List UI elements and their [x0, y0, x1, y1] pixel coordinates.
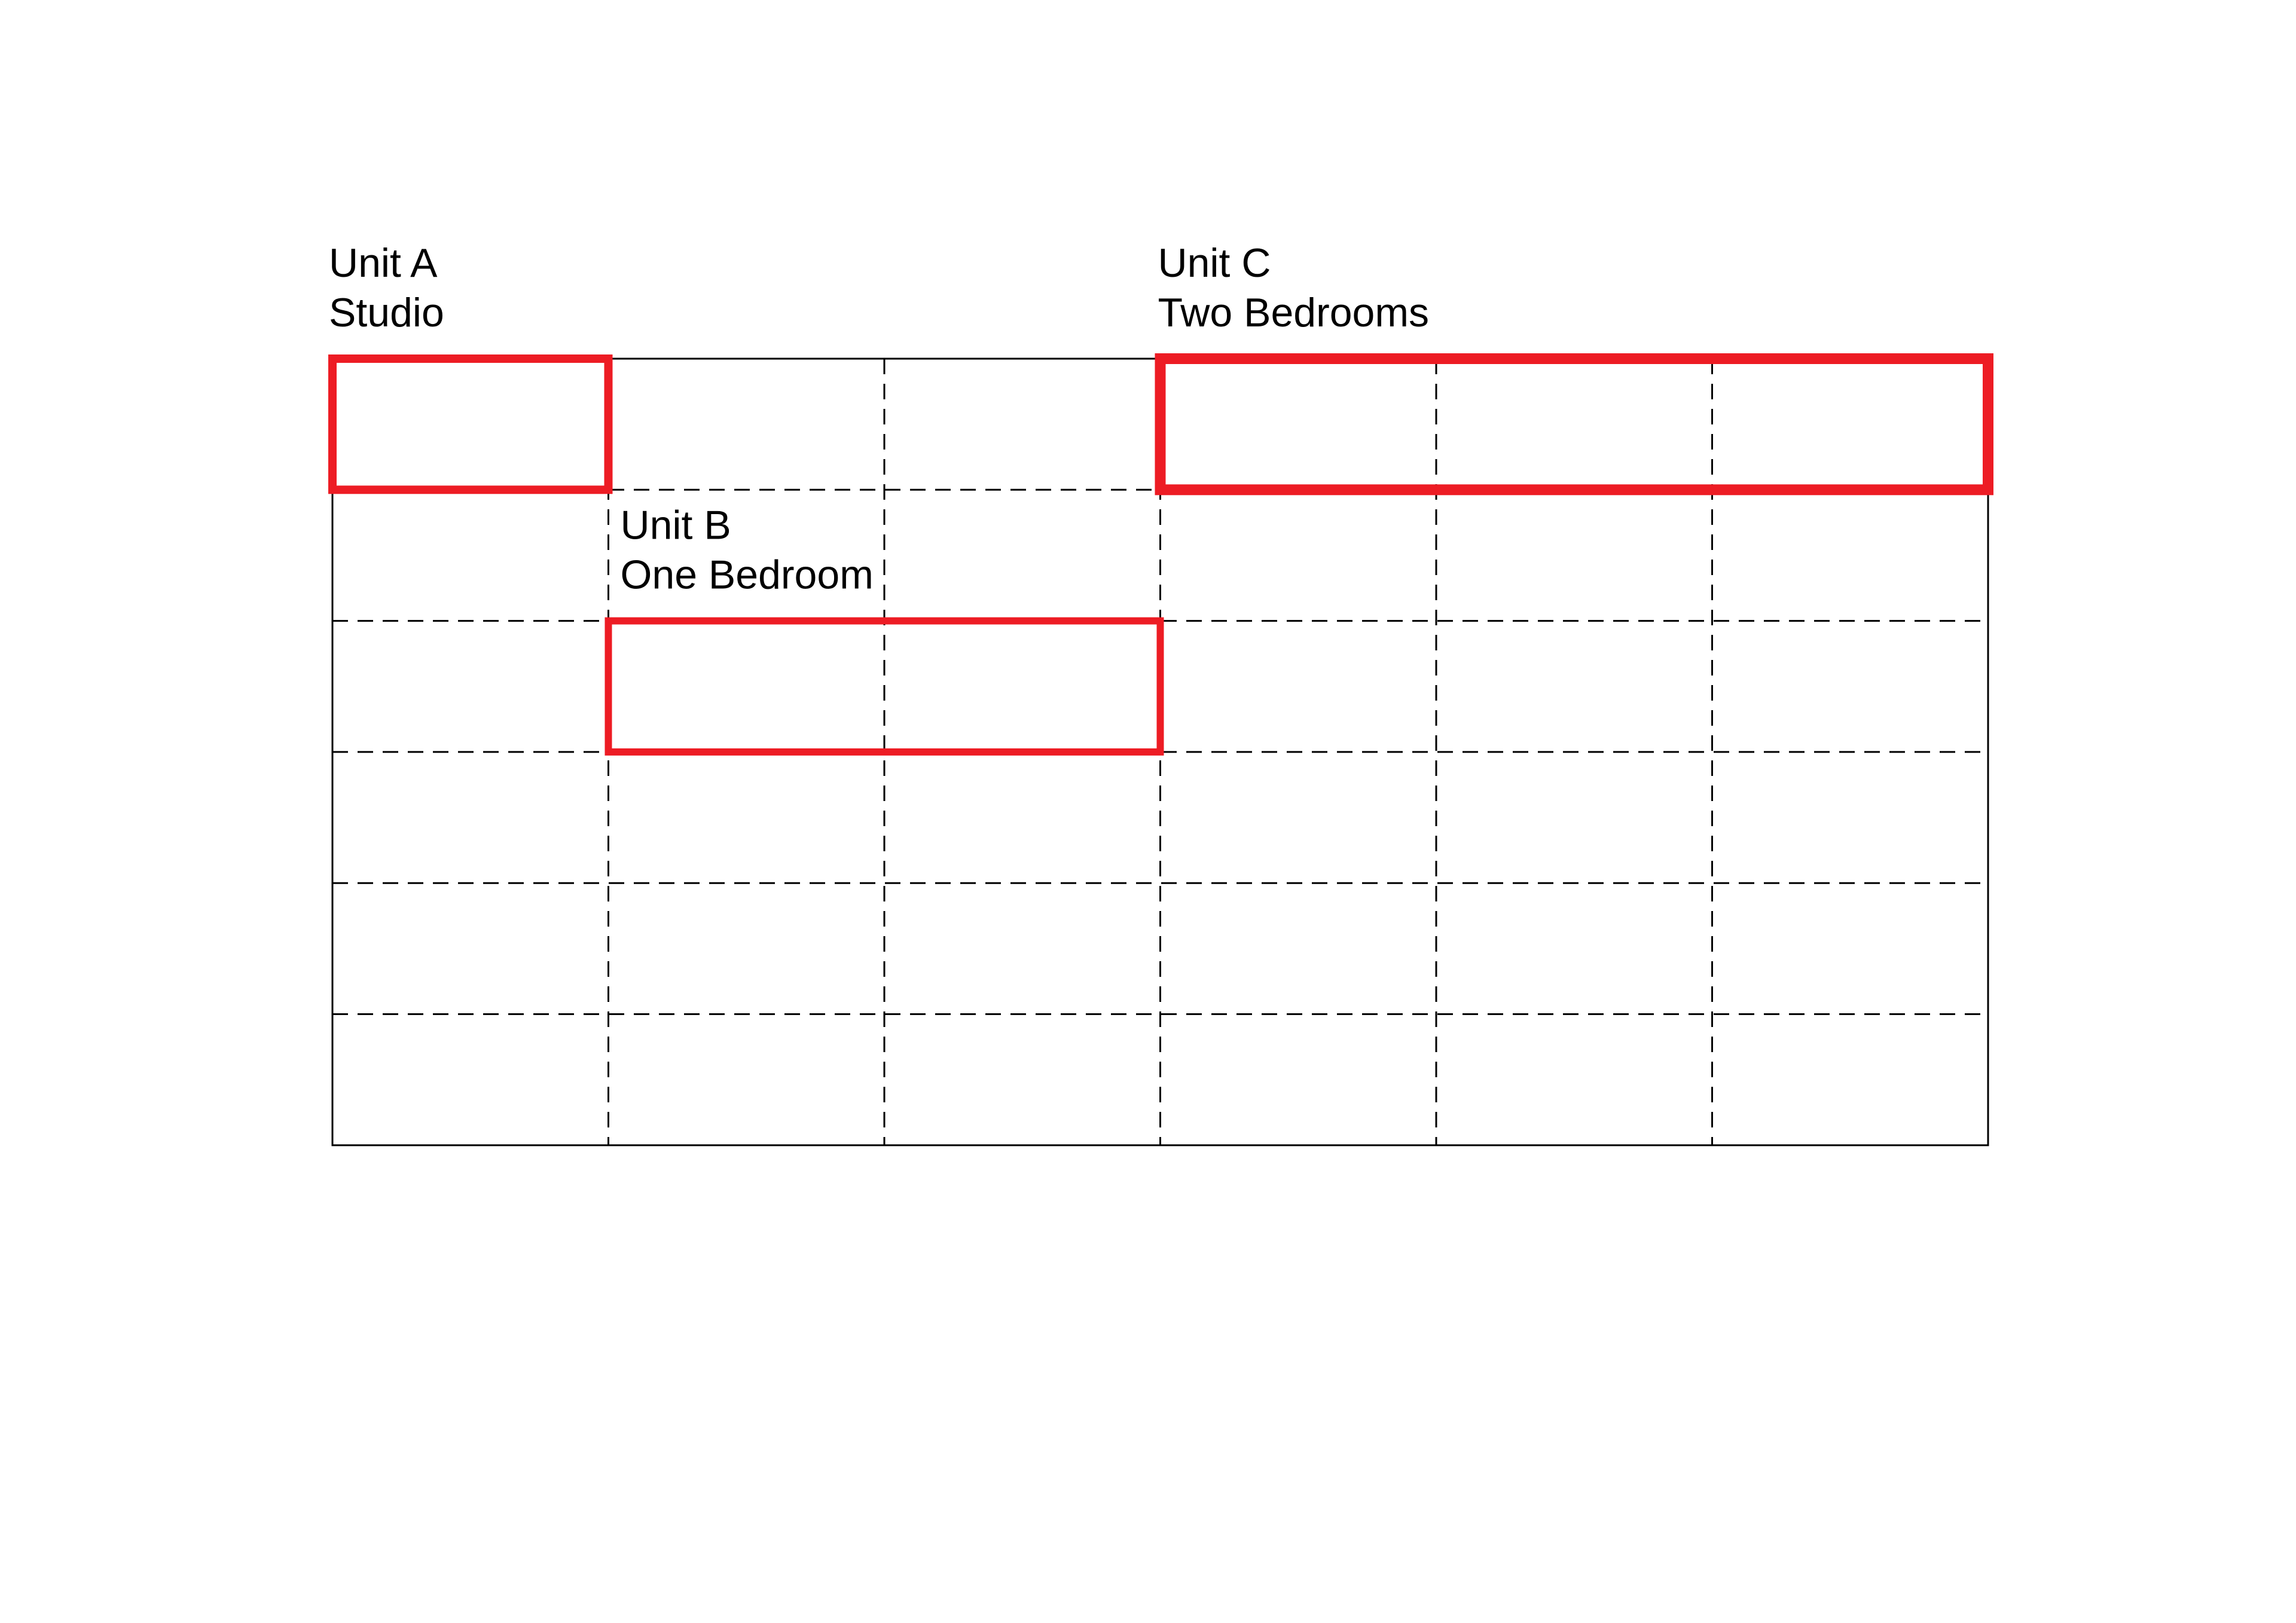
unit-b-highlight-box	[604, 617, 1164, 756]
unit-b-type: One Bedroom	[621, 552, 874, 598]
unit-a-highlight-box	[328, 354, 613, 494]
unit-c-highlight-box	[1155, 353, 1993, 496]
unit-a-type: Studio	[329, 290, 444, 335]
unit-labels: Unit A Studio Unit B One Bedroom Unit C …	[329, 240, 1429, 598]
unit-a-label: Unit A	[329, 240, 438, 286]
unit-b-label: Unit B	[621, 503, 731, 548]
unit-c-label: Unit C	[1158, 240, 1271, 286]
unit-highlights	[328, 353, 1993, 756]
unit-c-type: Two Bedrooms	[1158, 290, 1430, 335]
